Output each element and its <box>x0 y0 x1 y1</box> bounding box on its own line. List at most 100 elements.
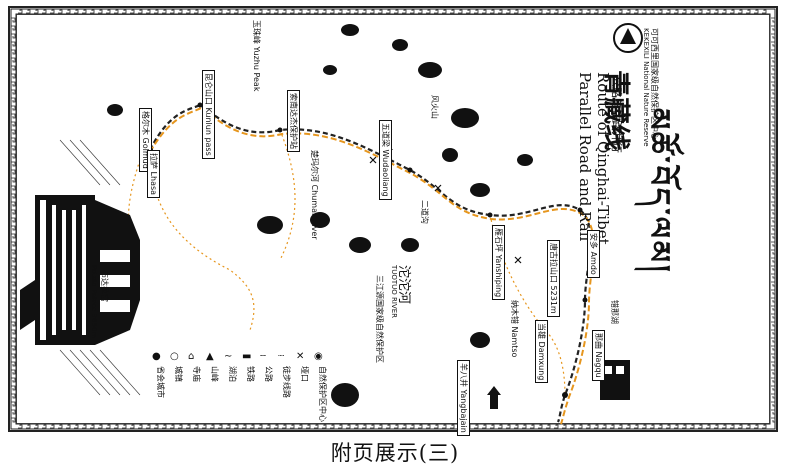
border-key-motif <box>250 424 255 429</box>
border-key-motif <box>250 9 255 14</box>
border-key-motif <box>674 9 679 14</box>
legend-label-capital: 省会城市 <box>156 366 165 398</box>
border-key-motif <box>506 9 511 14</box>
border-key-motif <box>170 9 175 14</box>
border-key-motif <box>771 217 776 223</box>
border-key-motif <box>658 424 663 429</box>
border-key-motif <box>771 321 776 327</box>
place-label-sanjiangyuan: 三江源国家级自然保护区 <box>375 275 384 363</box>
page-caption: 附页展示(三) <box>330 441 460 465</box>
border-key-motif <box>610 9 615 14</box>
border-key-motif <box>11 345 16 351</box>
border-key-motif <box>554 424 559 429</box>
border-key-motif <box>210 9 215 14</box>
place-label-yangbajain: 羊八井 Yangbajain <box>457 360 470 436</box>
border-key-motif <box>162 424 167 429</box>
border-key-motif <box>698 424 703 429</box>
border-key-motif <box>442 424 447 429</box>
side-route-1 <box>149 149 255 331</box>
reserve-name-chinese: 可可西里国家级自然保护区中心 <box>650 28 659 140</box>
border-key-motif <box>730 424 735 429</box>
border-key-motif <box>98 424 103 429</box>
wildlife-silhouettes <box>107 24 533 407</box>
legend-symbol-highway: ┄ <box>260 351 267 362</box>
border-key-motif <box>650 424 655 429</box>
border-key-motif <box>178 9 183 14</box>
border-key-motif <box>418 9 423 14</box>
border-key-motif <box>90 424 95 429</box>
side-route-4 <box>127 159 141 261</box>
border-key-motif <box>50 9 55 14</box>
highway-line <box>149 106 595 425</box>
border-key-motif <box>442 9 447 14</box>
legend-label-temple: 寺庙 <box>192 366 201 382</box>
border-key-motif <box>771 377 776 383</box>
border-key-motif <box>194 9 199 14</box>
border-key-motif <box>314 424 319 429</box>
border-key-motif <box>11 49 16 55</box>
border-key-motif <box>642 9 647 14</box>
border-key-motif <box>290 424 295 429</box>
border-key-motif <box>66 9 71 14</box>
border-key-motif <box>771 345 776 351</box>
legend-symbol-reserve-center: ◉ <box>314 351 323 362</box>
logo-circle <box>613 23 643 53</box>
border-key-motif <box>130 424 135 429</box>
place-label-potala-palace-en: Potala Palace 3650m <box>90 265 98 339</box>
border-key-motif <box>771 153 776 159</box>
border-key-motif <box>338 424 343 429</box>
border-key-motif <box>626 9 631 14</box>
border-key-motif <box>218 424 223 429</box>
border-key-motif <box>538 9 543 14</box>
border-key-motif <box>474 424 479 429</box>
border-key-motif <box>714 424 719 429</box>
border-key-motif <box>490 9 495 14</box>
border-key-motif <box>410 424 415 429</box>
border-key-motif <box>11 217 16 223</box>
border-key-motif <box>426 9 431 14</box>
border-key-motif <box>298 424 303 429</box>
border-key-motif <box>11 225 16 231</box>
border-key-motif <box>771 233 776 239</box>
place-label-nagqu: 那曲 Nagqu <box>592 330 605 381</box>
border-key-motif <box>362 424 367 429</box>
legend-symbol-capital: ● <box>152 351 161 362</box>
border-key-motif <box>242 9 247 14</box>
border-key-motif <box>370 424 375 429</box>
border-key-motif <box>50 424 55 429</box>
border-key-motif <box>330 424 335 429</box>
border-key-motif <box>314 9 319 14</box>
border-key-motif <box>746 424 751 429</box>
border-key-motif <box>11 65 16 71</box>
border-key-motif <box>378 424 383 429</box>
border-key-motif <box>42 424 47 429</box>
border-key-motif <box>458 9 463 14</box>
border-key-motif <box>234 9 239 14</box>
place-label-cuona-lake: 错那湖 <box>610 300 619 324</box>
border-key-motif <box>11 281 16 287</box>
border-key-motif <box>498 424 503 429</box>
border-key-motif <box>11 121 16 127</box>
border-key-motif <box>242 424 247 429</box>
border-key-motif <box>706 9 711 14</box>
border-key-motif <box>682 9 687 14</box>
map-title-english-2: Parallel Road and Rail <box>576 72 594 242</box>
border-key-motif <box>602 9 607 14</box>
border-key-motif <box>634 9 639 14</box>
border-key-motif <box>771 313 776 319</box>
border-key-motif <box>706 424 711 429</box>
border-key-motif <box>74 9 79 14</box>
border-key-motif <box>298 9 303 14</box>
border-key-motif <box>762 9 767 14</box>
border-key-motif <box>474 9 479 14</box>
border-key-motif <box>114 424 119 429</box>
place-label-kunlun-pass: 昆仑山口 Kunlun pass <box>202 70 215 159</box>
border-key-motif <box>578 9 583 14</box>
place-label-yanshiping: 雁石坪 Yanshiping <box>492 225 505 301</box>
border-key-motif <box>771 209 776 215</box>
mountain-hatching <box>59 139 141 396</box>
legend-symbol-peak: ▲ <box>206 351 214 362</box>
border-key-motif <box>522 9 527 14</box>
border-key-motif <box>578 424 583 429</box>
border-key-motif <box>346 424 351 429</box>
